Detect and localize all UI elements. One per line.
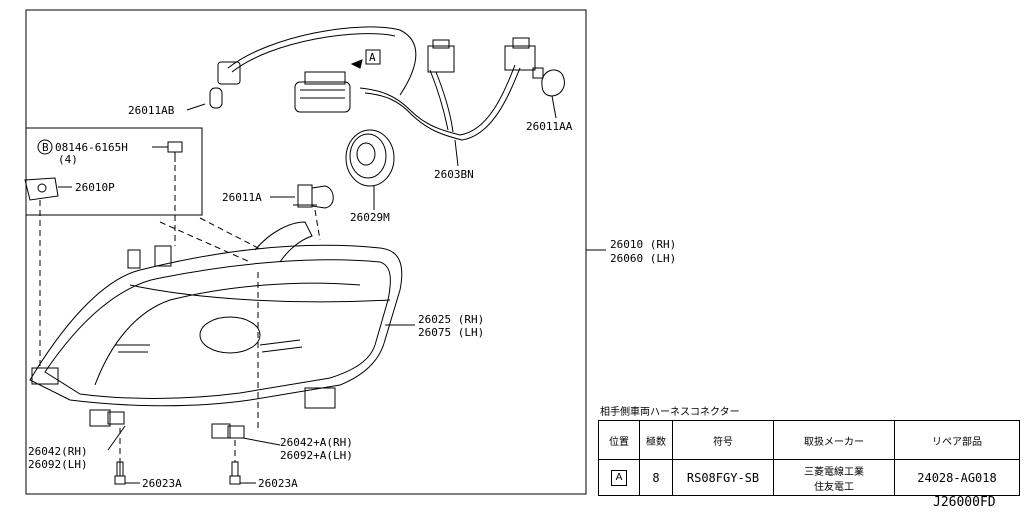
- label-2603BN: 2603BN: [434, 168, 474, 181]
- label-connector-ref: A: [369, 51, 376, 64]
- label-26042-rh: 26042(RH): [28, 445, 88, 458]
- leader-lines: [58, 95, 606, 484]
- header-repair: リペア部品: [894, 420, 1020, 460]
- cell-code: RS08FGY-SB: [672, 459, 774, 496]
- label-bolt-qty: (4): [58, 153, 78, 166]
- connector-table-title: 相手側車両ハーネスコネクター: [600, 407, 740, 418]
- header-maker: 取扱メーカー: [773, 420, 895, 460]
- cell-maker: 三菱電線工業 住友電工: [773, 459, 895, 496]
- label-26029M: 26029M: [350, 211, 390, 224]
- bracket-26010P: [24, 177, 59, 201]
- label-26023A-left: 26023A: [142, 477, 182, 490]
- cell-position: A: [598, 459, 640, 496]
- dust-cover-26029M: [345, 129, 395, 187]
- label-26092A-lh: 26092+A(LH): [280, 449, 353, 462]
- label-26042A-rh: 26042+A(RH): [280, 436, 353, 449]
- label-assembly-lh: 26060 (LH): [610, 252, 676, 265]
- screw-26023A-left: [114, 461, 126, 485]
- cell-poles: 8: [639, 459, 673, 496]
- label-assembly-rh: 26010 (RH): [610, 238, 676, 251]
- label-26023A-right: 26023A: [258, 477, 298, 490]
- clip-26042: [89, 409, 125, 427]
- label-26011AB: 26011AB: [128, 104, 175, 117]
- harness-assembly: [209, 26, 536, 141]
- label-26011AA: 26011AA: [526, 120, 573, 133]
- label-26092-lh: 26092(LH): [28, 458, 88, 471]
- headlamp-housing: [29, 221, 403, 409]
- screw-26023A-right: [229, 461, 241, 485]
- clip-26042A: [211, 423, 245, 439]
- label-lens-rh: 26025 (RH): [418, 313, 484, 326]
- bolt-inset-frame: [25, 127, 203, 216]
- maker-2: 住友電工: [814, 481, 854, 493]
- figure-code: J26000FD: [933, 495, 996, 510]
- bulb-26011A: [293, 184, 334, 209]
- connector-table: 位置 極数 符号 取扱メーカー リペア部品 A 8 RS08FGY-SB 三菱電…: [598, 420, 1020, 496]
- label-26010P: 26010P: [75, 181, 115, 194]
- maker-1: 三菱電線工業: [804, 466, 864, 478]
- table-row: A 8 RS08FGY-SB 三菱電線工業 住友電工 24028-AG018: [598, 459, 1020, 496]
- header-position: 位置: [598, 420, 640, 460]
- assembly-guides: [39, 165, 321, 462]
- label-bolt-circle: B: [42, 141, 49, 154]
- label-lens-lh: 26075 (LH): [418, 326, 484, 339]
- header-poles: 極数: [639, 420, 673, 460]
- header-code: 符号: [672, 420, 774, 460]
- bolt-08146: [37, 139, 183, 162]
- bulb-26011AA: [532, 67, 565, 97]
- label-26011A: 26011A: [222, 191, 262, 204]
- label-bolt: 08146-6165H: [55, 141, 128, 154]
- table-header-row: 位置 極数 符号 取扱メーカー リペア部品: [598, 420, 1020, 460]
- cell-repair: 24028-AG018: [894, 459, 1020, 496]
